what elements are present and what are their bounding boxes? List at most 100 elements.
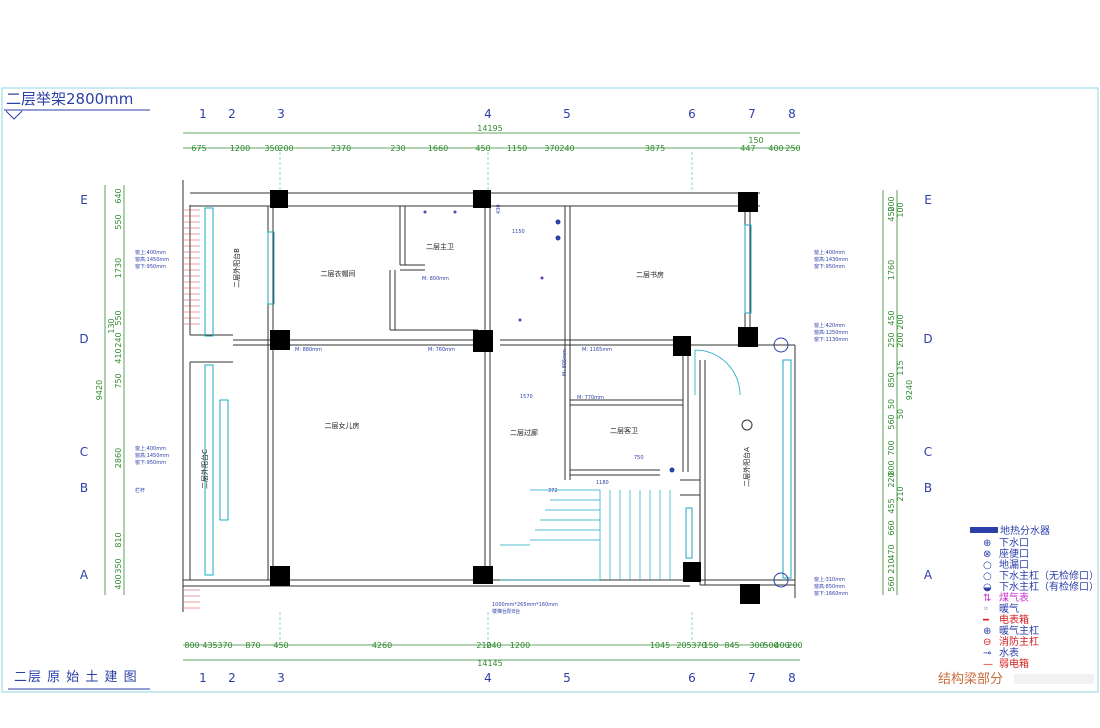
grid-row-b-right: B — [924, 481, 932, 495]
legend-label: 下水主杠（有检修口） — [999, 582, 1099, 593]
left-seg: 240 — [114, 332, 123, 347]
right-seg: 50 — [896, 409, 905, 419]
dim-750: 750 — [634, 455, 644, 461]
bottom-seg: 205 — [676, 641, 691, 650]
grid-col-6-top: 6 — [688, 107, 696, 121]
legend-symbol-icon: ⊸ — [983, 648, 992, 659]
grid-col-1-bottom: 1 — [199, 671, 207, 685]
stairs — [500, 489, 671, 581]
dim-430: 430 — [496, 204, 502, 214]
left-segment-labels: 640 550 1730 550 130 240 410 750 2860 81… — [107, 188, 123, 589]
grid-row-e-left: E — [80, 193, 88, 207]
win-b-bottom: 窗下:950mm — [814, 263, 845, 270]
legend-label: 座便口 — [999, 549, 1029, 560]
legend-item: ⊸ 水表 — [983, 648, 1099, 659]
right-seg: 560 — [887, 576, 896, 591]
bottom-seg: 845 — [724, 641, 739, 650]
walls — [182, 180, 796, 612]
left-seg: 130 — [107, 318, 116, 333]
top-total-dimension: 14195 — [477, 124, 502, 133]
grid-col-3-bottom: 3 — [277, 671, 285, 685]
windows — [204, 207, 792, 579]
grid-rows: E D C B A E D C B A — [79, 193, 933, 582]
grid-col-7-bottom: 7 — [748, 671, 756, 685]
grid-row-d-right: D — [923, 332, 932, 346]
left-seg: 810 — [114, 532, 123, 547]
top-seg: 1150 — [507, 144, 527, 153]
title-marker-icon — [5, 110, 23, 120]
left-seg: 350 — [114, 558, 123, 573]
right-seg: 1760 — [887, 260, 896, 280]
legend-symbol-icon: ◦ — [983, 604, 989, 615]
top-seg: 450 — [475, 144, 490, 153]
legend-item: —弱电箱 — [983, 659, 1099, 670]
right-total-dimension: 9240 — [905, 380, 914, 400]
legend-symbol-icon: ⊕ — [983, 538, 992, 549]
left-seg: 750 — [114, 373, 123, 388]
legend-label: 地漏口 — [999, 560, 1029, 571]
right-seg: 455 — [887, 498, 896, 513]
legend-label: 暖气主杠 — [999, 626, 1039, 637]
left-seg: 550 — [114, 310, 123, 325]
grid-col-4-bottom: 4 — [484, 671, 492, 685]
grid-col-8-bottom: 8 — [788, 671, 796, 685]
top-seg: 150 — [748, 136, 763, 145]
win-e-height: 窗高:1450mm — [135, 452, 169, 459]
grid-col-2-top: 2 — [228, 107, 236, 121]
right-segment-labels: 450 200 100 1760 450 200 250 200 850 115… — [887, 196, 905, 591]
top-seg: 350 — [264, 144, 279, 153]
sewer-icon-3 — [669, 467, 675, 473]
right-seg: 200 — [887, 196, 896, 211]
left-seg: 410 — [114, 348, 123, 363]
left-seg: 1730 — [114, 258, 123, 278]
grid-col-1-top: 1 — [199, 107, 207, 121]
window-note-b: 窗上:400mm 窗高:1430mm 窗下:950mm — [814, 249, 848, 270]
sewer-icon-2 — [555, 235, 561, 241]
top-seg: 1660 — [428, 144, 448, 153]
left-dimensions — [104, 185, 125, 595]
legend: 地热分水器 — [970, 524, 1050, 537]
right-seg: 850 — [887, 372, 896, 387]
room-master-bath: 二层主卫 — [426, 242, 454, 251]
bottom-seg: 210 — [476, 641, 491, 650]
legend-label: 电表箱 — [999, 615, 1029, 626]
right-seg: 200 — [896, 332, 905, 347]
win-c-height: 窗高:1250mm — [814, 329, 848, 336]
room-balcony-c: 二层外阳台C — [200, 449, 209, 489]
right-seg: 450 — [887, 206, 896, 221]
top-seg: 230 — [390, 144, 405, 153]
right-seg: 700 — [887, 440, 896, 455]
right-seg: 210 — [896, 486, 905, 501]
legend-label: 消防主杠 — [999, 637, 1039, 648]
top-seg: 200 — [278, 144, 293, 153]
legend-symbol-icon: ⊖ — [983, 637, 992, 648]
legend-label: 水表 — [999, 648, 1019, 659]
right-seg: 200 — [896, 314, 905, 329]
door-swing-arc — [694, 349, 741, 396]
legend-item: ━电表箱 — [983, 615, 1099, 626]
grid-col-3-top: 3 — [277, 107, 285, 121]
top-seg: 3875 — [645, 144, 665, 153]
footer-structure-label: 结构梁部分 — [938, 672, 1003, 687]
bottom-seg: 1200 — [510, 641, 530, 650]
win-d-height: 窗高:850mm — [814, 583, 845, 590]
right-seg: 660 — [887, 520, 896, 535]
legend-item: ⇅煤气表 — [983, 593, 1099, 604]
win-d-top: 窗上:310mm — [814, 576, 845, 583]
grid-row-d-left: D — [79, 332, 88, 346]
right-seg: 220 — [887, 472, 896, 487]
top-seg: 240 — [559, 144, 574, 153]
right-seg: 210 — [887, 558, 896, 573]
legend-item: ⊕下水口 — [983, 538, 1099, 549]
dim-372: 372 — [548, 488, 558, 494]
legend-symbol-icon: ⇅ — [983, 593, 992, 604]
door-m1165: M: 1165mm — [582, 347, 612, 353]
grid-row-b-left: B — [80, 481, 88, 495]
left-seg: 550 — [114, 214, 123, 229]
bottom-seg: 435 — [202, 641, 217, 650]
win-b-height: 窗高:1430mm — [814, 256, 848, 263]
bottom-seg: 800 — [184, 641, 199, 650]
bottom-dimensions — [183, 644, 800, 661]
room-corridor: 二层过廊 — [510, 428, 538, 437]
window-note-c: 窗上:420mm 窗高:1250mm 窗下:1130mm — [814, 322, 848, 343]
